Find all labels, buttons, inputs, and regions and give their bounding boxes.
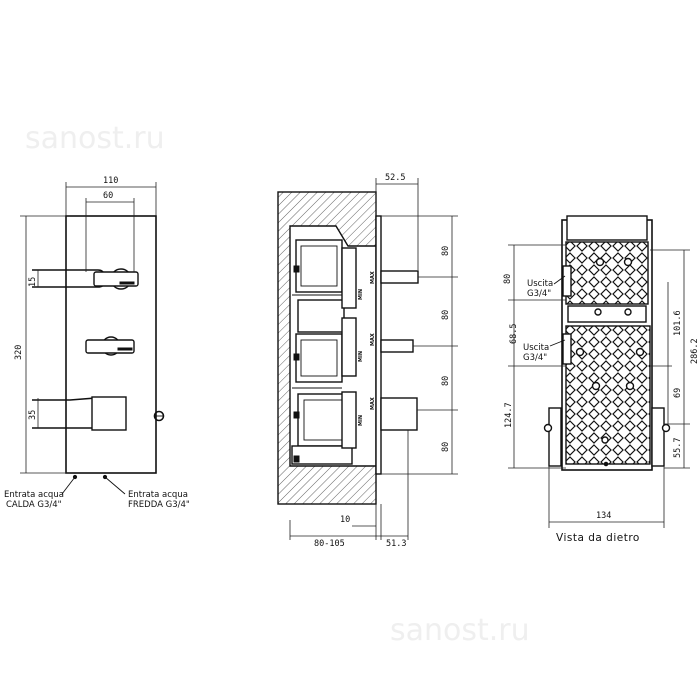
front-view: 110 60 320 15 35 Entrata acqua CALDA G3/… [4,176,190,510]
rear-top-cap [566,215,648,241]
rear-view-caption: Vista da dietro [556,532,640,544]
dim-front-height: 320 [14,345,24,360]
valve-body [291,239,357,465]
dim-front-handle-spacing: 60 [103,191,113,201]
outlet-1-line2: G3/4" [527,289,551,299]
dim-front-width: 110 [103,176,118,186]
dim-side-wall-gap: 10 [340,515,350,525]
dim-front-lower-offset: 35 [28,410,38,420]
side-lever-1 [380,270,419,284]
rear-bar-middle [567,305,647,323]
outlet-1-line1: Uscita [527,279,553,289]
inlet-hot-line2: CALDA G3/4" [6,500,62,510]
dim-rear-width: 134 [596,511,611,521]
dim-rear-outlet2: 68.5 [509,324,519,344]
dim-side-seg-3: 80 [441,376,451,386]
outlet-2-line1: Uscita [523,343,549,353]
upper-lever [32,268,139,290]
dim-side-seg-1: 80 [441,246,451,256]
dim-rear-mid-span: 101.6 [673,310,683,336]
knob-label-max-2: MAX [370,333,376,346]
side-lever-2 [380,339,414,353]
knob-label-max-1: MAX [370,271,376,284]
side-view: MIN MAX MIN MAX MIN MAX 52.5 80 80 80 80… [277,173,458,549]
knob-label-min-1: MIN [358,289,364,300]
inlet-cold-line2: FREDDA G3/4" [128,500,190,510]
rear-lattice-upper [565,241,649,305]
knob-label-max-3: MAX [370,397,376,410]
dim-rear-full-height: 286.2 [690,338,700,364]
side-lever-3 [380,397,418,431]
dim-side-seg-2: 80 [441,310,451,320]
dim-front-handle-offset: 15 [28,277,38,287]
watermark-bottom: sanost.ru [390,613,530,648]
lower-valve [32,396,165,431]
dim-rear-right-offset: 69 [673,388,683,398]
front-plate [65,215,157,474]
rear-view: Uscita G3/4" Uscita G3/4" 80 68.5 124.7 … [503,215,700,544]
dim-rear-outlet1: 80 [503,274,513,284]
outlet-2-line2: G3/4" [523,353,547,363]
knob-label-min-2: MIN [358,351,364,362]
dim-side-top-depth: 52.5 [385,173,405,183]
watermark-top: sanost.ru [25,121,165,156]
inlet-cold-line1: Entrata acqua [128,490,188,500]
dim-side-seg-4: 80 [441,442,451,452]
dim-rear-lower-offset: 124.7 [504,402,514,428]
inlet-hot-line1: Entrata acqua [4,490,64,500]
rear-lattice-lower [565,325,651,465]
side-plate [375,215,382,475]
knob-label-min-3: MIN [358,415,364,426]
dim-side-projection: 51.3 [386,539,406,549]
dim-rear-bottom-offset: 55.7 [673,438,683,458]
middle-lever [85,336,135,356]
dim-side-recess-depth: 80-105 [314,539,345,549]
